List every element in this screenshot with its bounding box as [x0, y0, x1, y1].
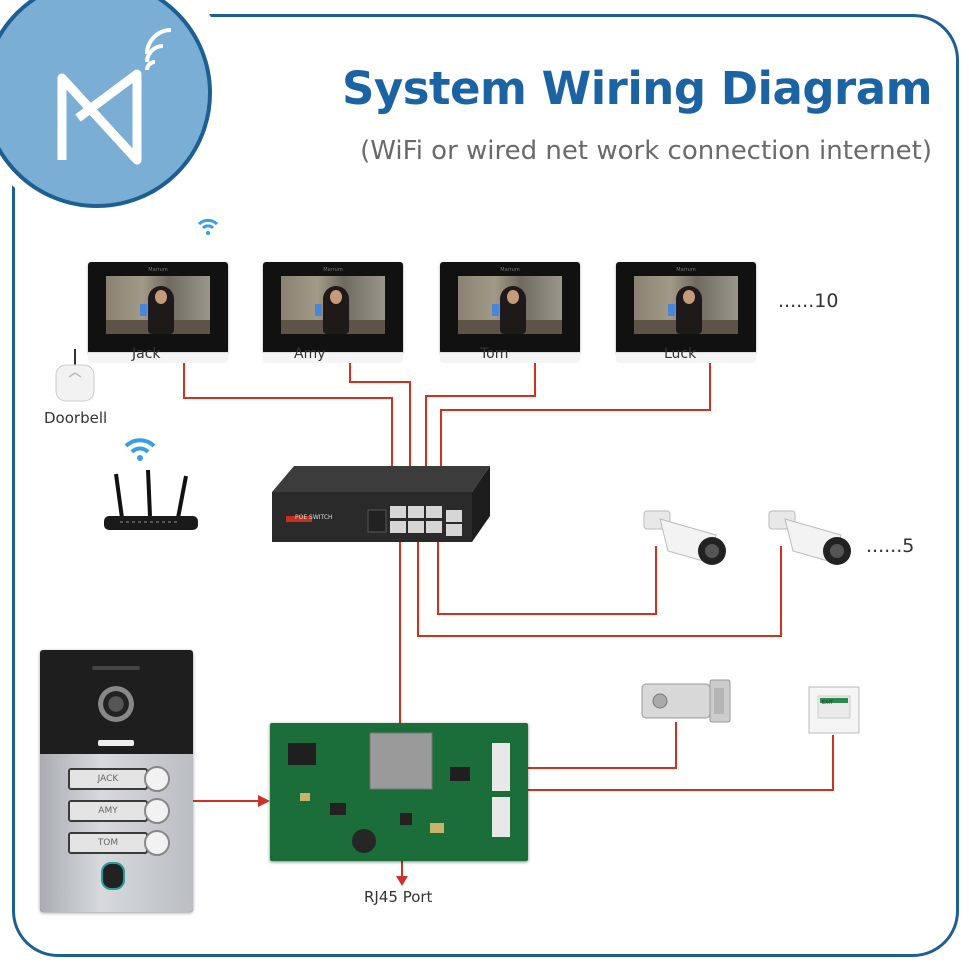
camera-icon — [643, 510, 726, 565]
monitor-amy: Marrum — [263, 262, 403, 363]
rj45-port-label: RJ45 Port — [364, 888, 433, 906]
monitor-tom: Marrum — [440, 262, 580, 363]
monitor-brand: Marrum — [500, 267, 520, 273]
cameras-more-label: ......5 — [866, 535, 915, 557]
brand-logo — [0, 0, 212, 208]
exit-button-icon — [808, 686, 860, 734]
monitor-brand: Marrum — [676, 267, 696, 273]
router-icon — [104, 438, 198, 530]
monitor-label-amy: Amy — [294, 346, 326, 362]
diagram-subtitle: (WiFi or wired net work connection inter… — [360, 136, 932, 166]
door-station-name-tom: TOM — [68, 832, 148, 854]
wifi-icon — [197, 218, 219, 235]
diagram-title: System Wiring Diagram — [341, 62, 933, 115]
door-station-name-jack: JACK — [68, 768, 148, 790]
call-button-amy[interactable] — [144, 798, 170, 824]
monitor-brand: Marrum — [323, 267, 343, 273]
doorbell-label: Doorbell — [44, 409, 108, 427]
monitor-luck: Marrum — [616, 262, 756, 363]
switch-label: POE SWITCH — [295, 514, 333, 521]
monitors-more-label: ......10 — [778, 290, 839, 312]
fingerprint-reader-icon — [101, 862, 125, 890]
call-button-jack[interactable] — [144, 766, 170, 792]
poe-switch — [272, 466, 490, 542]
monitor-label-tom: Tom — [480, 346, 509, 362]
outdoor-door-station: JACK AMY TOM — [40, 650, 193, 912]
call-button-tom[interactable] — [144, 830, 170, 856]
control-board — [270, 723, 528, 861]
electric-lock-icon — [641, 679, 731, 723]
camera-icon — [768, 510, 851, 565]
door-station-name-amy: AMY — [68, 800, 148, 822]
monitor-label-luck: Luck — [664, 346, 697, 362]
camera-lens-icon — [98, 686, 134, 722]
monitor-brand: Marrum — [148, 267, 168, 273]
doorbell-chime-icon — [55, 349, 95, 402]
monitor-jack: Marrum — [88, 262, 228, 363]
exit-button-label: EXIT — [822, 700, 834, 706]
diagram-frame — [12, 14, 959, 957]
monitor-label-jack: Jack — [132, 346, 161, 362]
